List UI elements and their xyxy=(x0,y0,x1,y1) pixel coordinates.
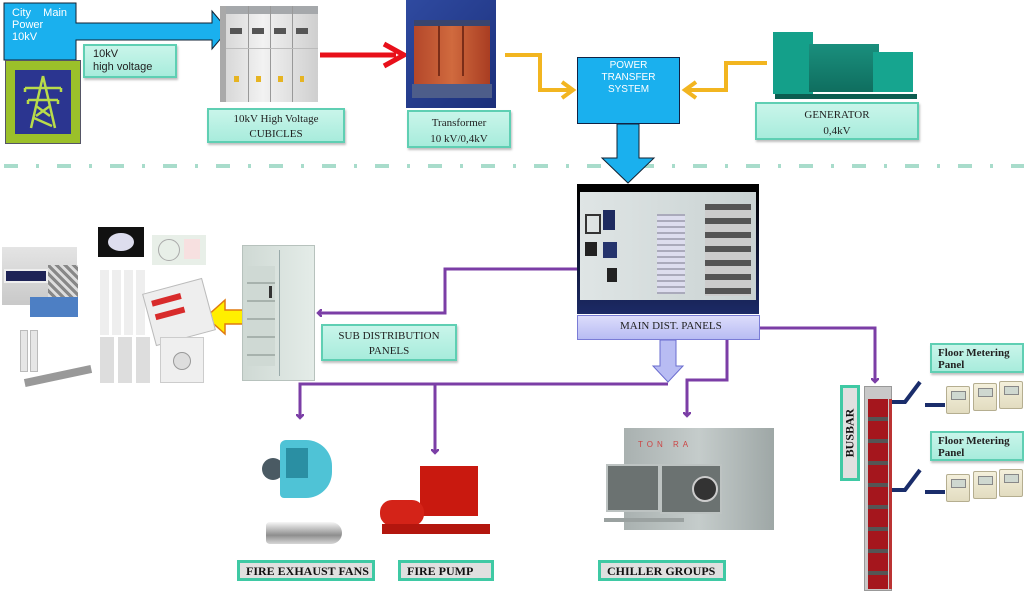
hv-cubicles-image[interactable] xyxy=(220,6,318,102)
sub-dist-panels-image[interactable] xyxy=(242,245,315,381)
yellow-arrow-transformer-to-pts xyxy=(505,53,577,100)
main-dist-panels-image[interactable] xyxy=(577,184,759,314)
floor-meter-2-line2: Panel xyxy=(938,447,965,459)
busbar-label: BUSBAR xyxy=(840,385,860,481)
floor-meter-2-line1: Floor Metering xyxy=(938,435,1010,447)
floor-metering-panel-2-label: Floor Metering Panel xyxy=(930,431,1024,461)
energy-meter-icon xyxy=(973,383,997,411)
city-power-label: City Main Power 10kV xyxy=(12,7,67,43)
purple-line-to-busbar xyxy=(760,326,875,382)
chiller-brand-text: TON RA xyxy=(638,440,693,449)
hv-cubicles-label: 10kV High Voltage CUBICLES xyxy=(207,108,345,143)
main-dist-label-text: MAIN DIST. PANELS xyxy=(620,320,722,332)
city-power-line1: City Main xyxy=(12,7,68,19)
generator-line2: 0,4kV xyxy=(823,125,851,137)
fire-exhaust-fans-text: FIRE EXHAUST FANS xyxy=(246,564,369,578)
transformer-line1: Transformer xyxy=(431,117,487,129)
lighting-and-sockets-collage[interactable] xyxy=(0,225,216,387)
generator-image[interactable] xyxy=(773,26,918,100)
panel-light-image xyxy=(48,265,78,301)
motion-sensor-image xyxy=(98,227,144,257)
purple-line-to-chiller xyxy=(687,340,729,416)
energy-meter-icon xyxy=(999,381,1023,409)
yellow-block-arrow-to-lighting xyxy=(204,298,246,336)
high-voltage-label: 10kV high voltage xyxy=(83,44,177,78)
pts-line3: SYSTEM xyxy=(607,84,650,95)
chiller-groups-label: CHILLER GROUPS xyxy=(598,560,726,581)
chiller-groups-text: CHILLER GROUPS xyxy=(607,564,716,578)
sub-dist-line2: PANELS xyxy=(368,345,410,357)
energy-meter-icon xyxy=(946,474,970,502)
switch-link-floor-2 xyxy=(892,468,945,494)
fluorescent-tubes-image xyxy=(18,330,98,387)
energy-meter-icon xyxy=(946,386,970,414)
light-switches-image xyxy=(100,337,152,383)
red-arrow-cubicles-to-transformer xyxy=(320,41,410,69)
transformer-image[interactable] xyxy=(406,0,496,108)
blue-panel-image xyxy=(30,297,78,317)
purple-line-to-fire-exhaust xyxy=(300,382,668,418)
busbar-trunking-image[interactable] xyxy=(864,386,892,591)
axial-fan-image[interactable] xyxy=(266,522,342,544)
main-dist-panels-label: MAIN DIST. PANELS xyxy=(577,315,760,340)
fire-pump-image[interactable] xyxy=(380,462,492,544)
weatherproof-socket-image xyxy=(160,337,204,383)
generator-line1: GENERATOR xyxy=(804,109,870,121)
transformer-line2: 10 kV/0,4kV xyxy=(430,133,488,145)
fire-pump-label: FIRE PUMP xyxy=(398,560,494,581)
floor-meter-1-line2: Panel xyxy=(938,359,965,371)
fire-exhaust-fan-image[interactable] xyxy=(262,436,340,512)
high-voltage-line1: 10kV xyxy=(93,48,119,60)
switch-link-floor-1 xyxy=(892,380,945,407)
city-power-line3: 10kV xyxy=(12,31,38,43)
city-power-line2: Power xyxy=(12,19,44,31)
chiller-image[interactable]: TON RA xyxy=(598,420,774,546)
power-transfer-system-box[interactable]: POWER TRANSFER SYSTEM xyxy=(577,57,680,124)
purple-line-to-sub-dist xyxy=(318,267,578,313)
high-voltage-line2: high voltage xyxy=(93,61,153,73)
main-dist-down-arrow xyxy=(651,339,685,383)
hv-cubicles-line2: CUBICLES xyxy=(249,128,303,140)
sub-dist-panels-label: SUB DISTRIBUTION PANELS xyxy=(321,324,457,361)
hv-cubicles-line1: 10kV High Voltage xyxy=(233,113,319,125)
generator-label: GENERATOR 0,4kV xyxy=(755,102,919,140)
transformer-label: Transformer 10 kV/0,4kV xyxy=(407,110,511,148)
fire-pump-text: FIRE PUMP xyxy=(407,564,474,578)
energy-meter-icon xyxy=(973,471,997,499)
busbar-text: BUSBAR xyxy=(842,408,857,458)
sub-dist-line1: SUB DISTRIBUTION xyxy=(338,330,440,342)
pts-down-arrow xyxy=(600,123,656,184)
switch-grid-image xyxy=(100,270,146,335)
pts-line2: TRANSFER xyxy=(601,72,656,83)
floor-meter-1-line1: Floor Metering xyxy=(938,347,1010,359)
energy-meter-icon xyxy=(999,469,1023,497)
pts-line1: POWER xyxy=(609,60,648,71)
fire-exhaust-fans-label: FIRE EXHAUST FANS xyxy=(237,560,375,581)
floor-metering-panel-1-label: Floor Metering Panel xyxy=(930,343,1024,373)
wall-socket-image xyxy=(152,235,206,265)
power-pylon-icon xyxy=(5,60,81,144)
yellow-arrow-generator-to-pts xyxy=(681,61,767,100)
multi-socket-box-image xyxy=(142,277,216,347)
